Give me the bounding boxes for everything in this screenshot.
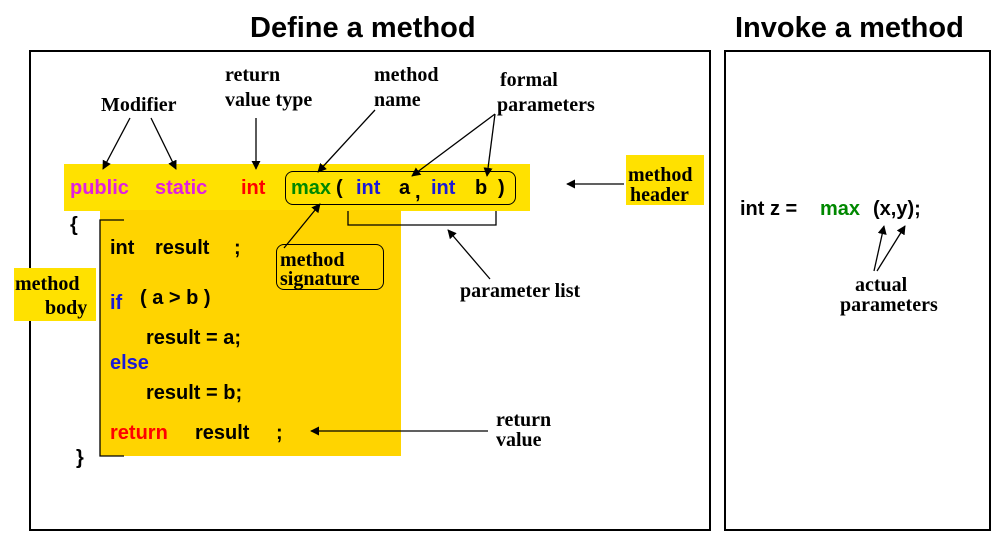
return-semicolon: ; bbox=[276, 422, 283, 444]
param-b-type: int bbox=[431, 177, 456, 199]
method-name: max bbox=[291, 177, 332, 199]
assign-b: result = b; bbox=[146, 382, 243, 404]
return-value-label-line2: value bbox=[496, 429, 542, 451]
modifier-label: Modifier bbox=[101, 94, 177, 116]
close-paren: ) bbox=[498, 177, 505, 199]
invocation-prefix: int z = bbox=[740, 198, 798, 220]
formal-params-label-line1: formal bbox=[500, 69, 558, 91]
return-type-label-line2: value type bbox=[225, 89, 313, 111]
invocation-args: (x,y); bbox=[873, 198, 921, 220]
return-variable: result bbox=[195, 422, 250, 444]
method-body-label-line2: body bbox=[45, 297, 88, 319]
return-value-label-line1: return bbox=[496, 409, 552, 431]
method-header-label-line1: method bbox=[628, 164, 693, 186]
param-b-name: b bbox=[475, 177, 488, 199]
signature-outline bbox=[285, 171, 516, 205]
invoke-method-panel bbox=[724, 50, 991, 531]
signature-label-outline bbox=[276, 244, 384, 290]
invocation-method-name: max bbox=[820, 198, 861, 220]
formal-params-label-line2: parameters bbox=[497, 94, 595, 116]
method-name-label-line1: method bbox=[374, 64, 439, 86]
public-keyword: public bbox=[70, 177, 129, 199]
open-brace: { bbox=[70, 214, 78, 236]
decl-variable: result bbox=[155, 237, 210, 259]
assign-a: result = a; bbox=[146, 327, 242, 349]
close-brace: } bbox=[76, 447, 84, 469]
method-body-label-box bbox=[14, 268, 96, 321]
actual-params-label-line2: parameters bbox=[840, 294, 938, 316]
invoke-method-title: Invoke a method bbox=[735, 12, 964, 44]
method-body-highlight bbox=[100, 210, 401, 456]
static-keyword: static bbox=[155, 177, 208, 199]
else-keyword: else bbox=[110, 352, 149, 374]
method-signature-label-line1: method bbox=[280, 249, 345, 271]
actual-params-label-line1: actual bbox=[855, 274, 908, 296]
if-condition: ( a > b ) bbox=[140, 287, 211, 309]
return-keyword: return bbox=[110, 422, 168, 444]
method-signature-label-line2: signature bbox=[280, 268, 360, 290]
open-paren: ( bbox=[336, 177, 343, 199]
param-a-type: int bbox=[356, 177, 381, 199]
parameter-list-label: parameter list bbox=[460, 280, 581, 302]
method-header-label-box bbox=[626, 155, 704, 205]
define-method-title: Define a method bbox=[250, 12, 476, 44]
return-type-label-line1: return bbox=[225, 64, 281, 86]
return-type-keyword: int bbox=[241, 177, 266, 199]
param-a-name: a bbox=[399, 177, 411, 199]
param-comma: , bbox=[415, 181, 421, 203]
method-body-label-line1: method bbox=[15, 273, 80, 295]
method-name-label-line2: name bbox=[374, 89, 421, 111]
if-keyword: if bbox=[110, 292, 123, 314]
decl-type: int bbox=[110, 237, 135, 259]
decl-semicolon: ; bbox=[234, 237, 241, 259]
method-header-label-line2: header bbox=[630, 184, 689, 206]
